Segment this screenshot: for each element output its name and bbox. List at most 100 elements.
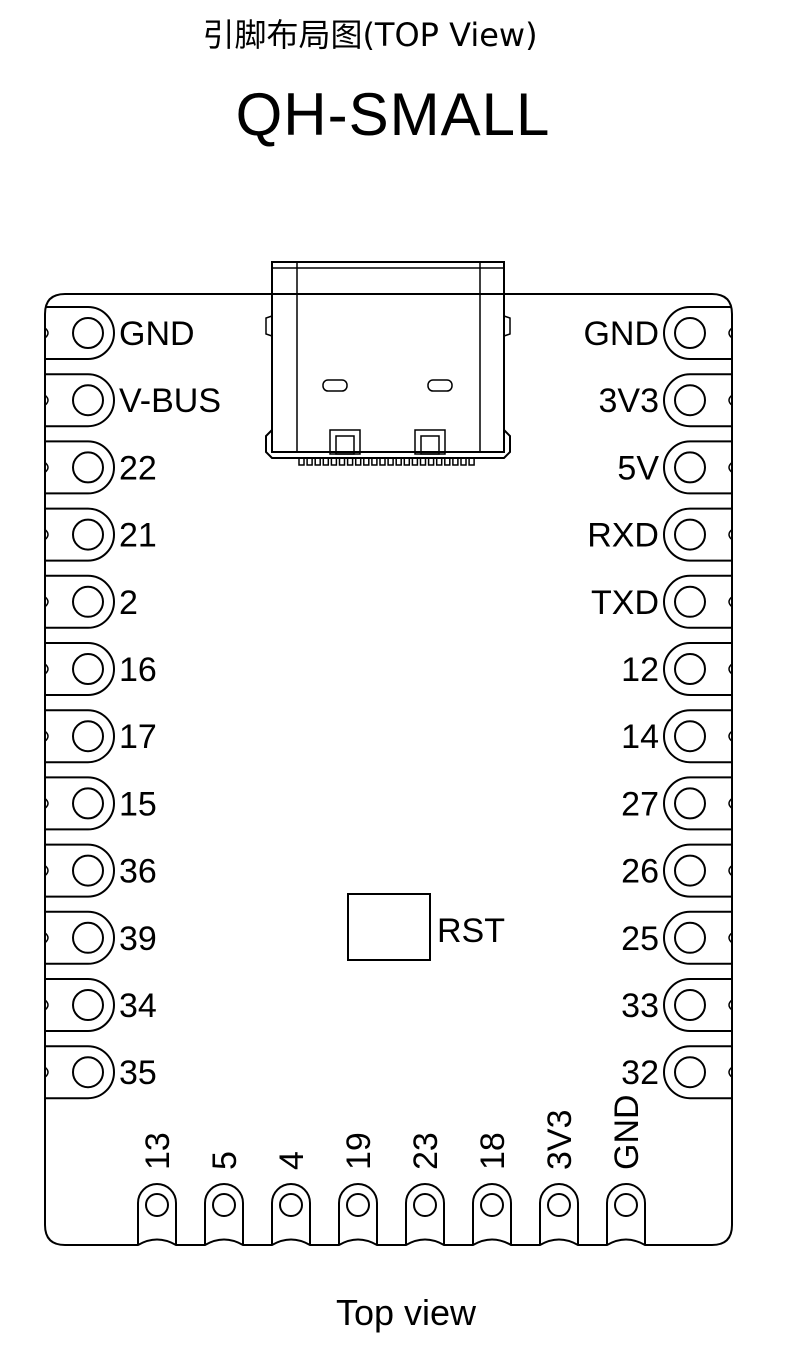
pin-hole [674,317,706,349]
pin-hole [72,787,104,820]
pin-right-1: GND [583,306,733,360]
usb-contact-pin [346,457,354,466]
pin-hole [72,317,104,349]
diagram-subtitle: 引脚布局图(TOP View) [202,16,538,54]
pin-label: 27 [621,785,659,823]
pin-hole [674,585,706,618]
pin-bottom-6: 18 [472,1132,512,1245]
pin-left-11: 34 [44,978,157,1032]
usb-contact-pin [354,457,362,466]
rst-label: RST [437,912,505,950]
pin-hole [674,921,706,954]
usb-contact-pin [338,457,346,466]
pin-bottom-7: 3V3 [539,1110,579,1245]
pin-hole [72,921,104,954]
pin-hole [72,451,104,484]
pin-hole [72,585,104,618]
pin-right-8: 27 [621,776,733,831]
pin-hole [413,1193,437,1217]
pin-label: TXD [591,584,659,622]
pin-label: 23 [407,1132,445,1170]
usb-contact-pin [444,457,451,466]
pin-label: 21 [119,517,157,555]
pin-label: 4 [273,1151,311,1170]
pin-bottom-5: 23 [405,1132,445,1245]
pin-right-3: 5V [617,440,733,495]
pin-label: RXD [587,517,659,555]
pin-label: 15 [119,785,157,823]
pin-hole [145,1193,169,1217]
usb-contact-pin [411,457,419,466]
pin-bottom-8: GND [606,1094,646,1245]
usb-contact-pin [306,457,313,466]
pin-label: 18 [474,1132,512,1170]
pin-left-2: V-BUS [44,373,221,428]
pin-hole [674,384,706,417]
pin-hole [614,1193,638,1217]
pin-left-10: 39 [44,910,157,965]
pin-right-10: 25 [621,910,733,965]
pin-hole [72,653,104,685]
rst-button[interactable] [347,893,431,961]
pin-left-4: 21 [44,507,157,562]
usb-contact-pin [419,457,427,466]
pin-hole [72,518,104,551]
pin-label: 34 [119,987,157,1025]
pin-hole [480,1193,504,1217]
pin-label: 19 [340,1132,378,1170]
pin-hole [674,854,706,887]
pin-right-6: 12 [621,642,733,696]
pin-label: 17 [119,718,157,756]
pin-label: 16 [119,651,157,689]
pin-bottom-3: 4 [271,1151,311,1245]
pin-label: 14 [621,718,659,756]
pin-right-7: 14 [621,709,733,764]
pin-label: GND [119,315,195,353]
pin-hole [674,989,706,1021]
pin-hole [674,518,706,551]
usb-contact-pin [298,457,305,466]
pin-bottom-2: 5 [204,1151,244,1245]
usb-contact-pin [387,457,394,466]
pin-right-5: TXD [591,574,733,629]
usb-contact-pin [460,457,467,466]
pin-hole [72,1056,104,1089]
pin-label: 22 [119,449,157,487]
pin-hole [72,989,104,1021]
pin-left-1: GND [44,306,195,360]
pin-label: 3V3 [599,382,660,420]
usb-contact-pin [314,457,321,466]
board-outline [44,293,733,1246]
usb-contact-pin [452,457,459,466]
pin-hole [674,451,706,484]
pin-label: V-BUS [119,382,221,420]
pin-label: 32 [621,1054,659,1092]
pin-label: 35 [119,1054,157,1092]
pin-left-5: 2 [44,574,138,629]
pin-hole [72,720,104,753]
pin-label: 36 [119,853,157,891]
usb-contact-pin [330,457,338,466]
pin-left-6: 16 [44,642,157,696]
pin-bottom-1: 13 [137,1132,177,1245]
pin-left-8: 15 [44,776,157,831]
pin-label: 3V3 [541,1110,579,1171]
usb-contact-pin [435,457,443,466]
pin-hole [72,854,104,887]
pin-label: 2 [119,584,138,622]
pin-right-4: RXD [587,507,733,562]
pin-label: 33 [621,987,659,1025]
pin-label: GND [608,1094,646,1170]
pin-hole [674,653,706,685]
usb-c-connector [265,261,511,466]
pin-label: 25 [621,920,659,958]
pin-hole [547,1193,571,1217]
pin-hole [674,1056,706,1089]
pin-right-12: 32 [621,1045,733,1100]
pin-label: 12 [621,651,659,689]
pin-left-12: 35 [44,1045,157,1100]
usb-contact-pin [468,457,475,466]
pin-label: 5 [206,1151,244,1170]
pin-hole [279,1193,303,1217]
usb-contact-pin [363,457,370,466]
